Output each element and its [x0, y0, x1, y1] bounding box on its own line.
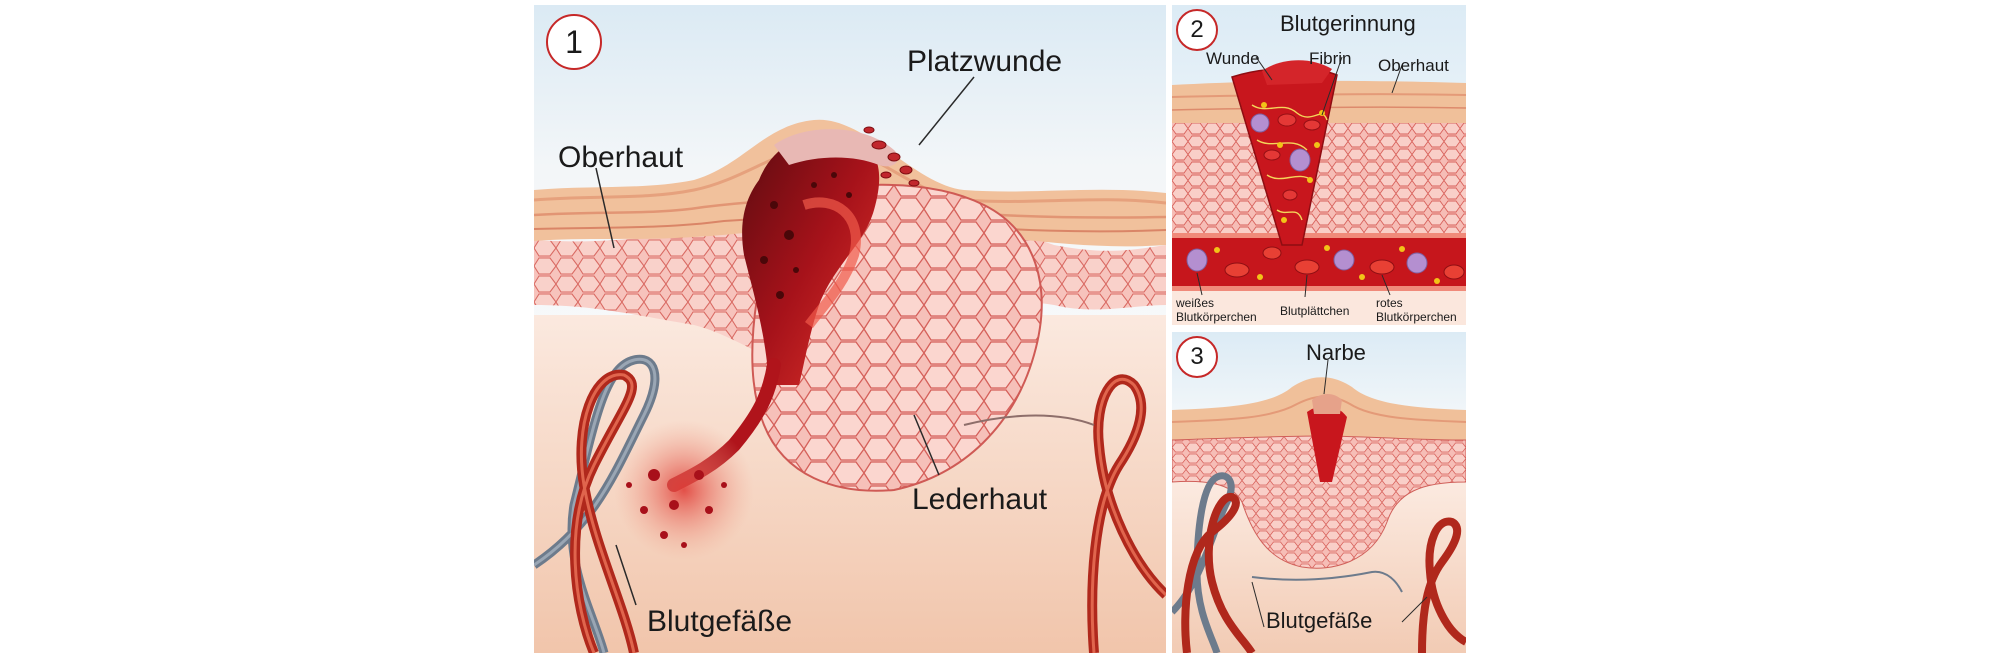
panel-title: Blutgerinnung — [1280, 11, 1416, 36]
panel-blood-clotting: 2 Blutgerinnung Wunde Fibrin Oberhaut we… — [1172, 5, 1466, 325]
label-platzwunde: Platzwunde — [907, 45, 1063, 78]
label-line: weißes — [1176, 296, 1215, 310]
label-line: rotes — [1376, 296, 1403, 310]
label-line: Blutkörperchen — [1176, 309, 1257, 324]
label-rotes-blutkoerperchen: rotes Blutkörperchen — [1376, 296, 1457, 325]
step-number-badge: 3 — [1176, 336, 1218, 378]
panel-laceration: 1 Platzwunde Oberhaut Lederhaut Blutgefä… — [534, 5, 1166, 653]
label-oberhaut: Oberhaut — [1378, 56, 1449, 75]
label-oberhaut: Oberhaut — [558, 141, 684, 174]
label-blutplaettchen: Blutplättchen — [1280, 304, 1350, 318]
label-fibrin: Fibrin — [1309, 49, 1352, 68]
label-wunde: Wunde — [1206, 49, 1260, 68]
panel-scar: 3 Narbe Blutgefäße — [1172, 332, 1466, 653]
label-lederhaut: Lederhaut — [912, 483, 1048, 516]
clotting-illustration — [1172, 5, 1466, 325]
label-blutgefaesse: Blutgefäße — [647, 605, 793, 638]
step-number-badge: 1 — [546, 14, 602, 70]
step-number-badge: 2 — [1176, 9, 1218, 51]
label-narbe: Narbe — [1306, 340, 1366, 365]
label-line: Blutkörperchen — [1376, 309, 1457, 324]
label-weisses-blutkoerperchen: weißes Blutkörperchen — [1176, 296, 1257, 325]
label-blutgefaesse: Blutgefäße — [1266, 608, 1373, 633]
scar-illustration — [1172, 332, 1466, 653]
laceration-illustration — [534, 5, 1166, 653]
